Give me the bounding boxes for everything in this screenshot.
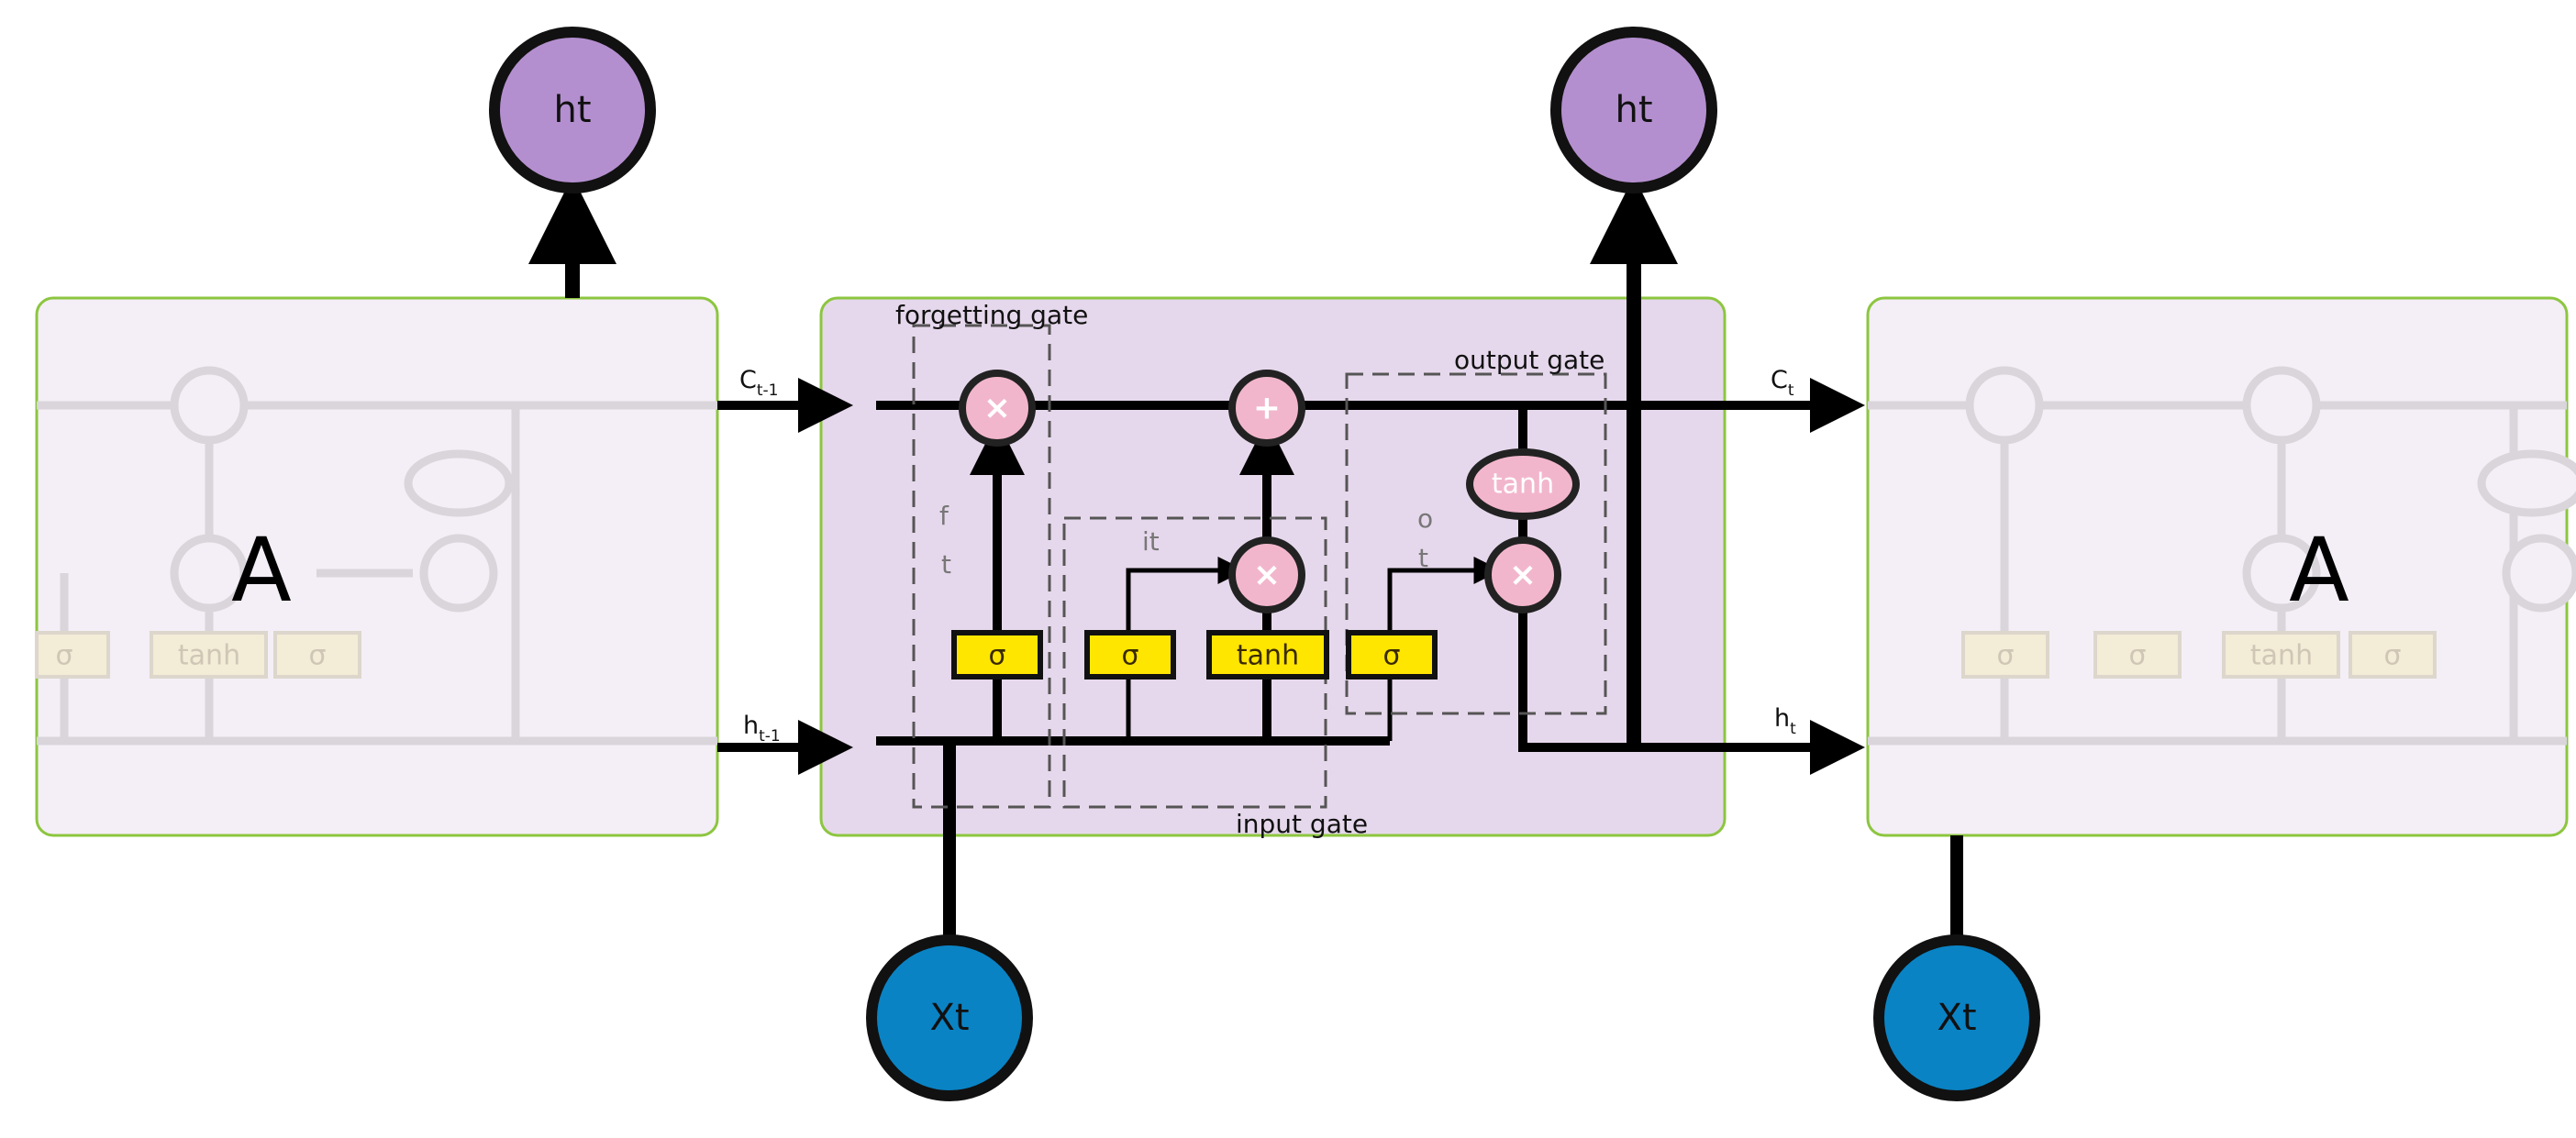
input-sigma-path <box>1126 557 1246 741</box>
ht-node-left: ht <box>489 27 656 193</box>
state-add: + <box>1228 370 1305 447</box>
svg-text:tanh: tanh <box>2250 640 2313 672</box>
left-cell-ghost-activations: σ tanh σ <box>35 631 361 679</box>
input-tanh-box: tanh <box>1206 630 1329 679</box>
right-cell-box <box>1866 296 2569 837</box>
left-cell-box <box>35 296 719 837</box>
svg-text:σ: σ <box>1996 640 2014 672</box>
right-cell-label: A <box>2289 519 2349 622</box>
c-t-label: Ct <box>1771 366 1794 400</box>
forget-gate-box <box>912 324 1051 809</box>
svg-text:tanh: tanh <box>1237 640 1299 672</box>
f-label: f <box>939 501 949 531</box>
o-t-label: t <box>1418 543 1428 573</box>
svg-text:tanh: tanh <box>178 640 240 672</box>
o-label: o <box>1417 503 1433 534</box>
output-gate-label: output gate <box>1454 345 1604 375</box>
it-label: it <box>1142 526 1160 557</box>
svg-text:×: × <box>1253 557 1281 594</box>
input-multiply: × <box>1228 536 1305 613</box>
ht-output-line <box>1518 601 1865 775</box>
svg-text:+: + <box>1253 390 1281 427</box>
forget-multiply: × <box>959 370 1036 447</box>
svg-text:ht: ht <box>553 89 591 131</box>
svg-text:ht: ht <box>1615 89 1652 131</box>
center-cell: × + × tanh × σ σ tanh <box>717 176 1865 945</box>
left-cell: σ tanh σ A <box>35 176 719 837</box>
output-tanh: tanh <box>1466 448 1580 520</box>
svg-text:Xt: Xt <box>1937 997 1976 1039</box>
left-cell-ghost-internals <box>37 366 717 746</box>
svg-text:σ: σ <box>1382 640 1400 672</box>
svg-text:×: × <box>983 390 1011 427</box>
output-gate-box <box>1345 372 1607 715</box>
svg-text:σ: σ <box>2383 640 2401 672</box>
svg-text:σ: σ <box>988 640 1005 672</box>
right-cell-ghost-activations: σ σ tanh σ <box>1961 631 2437 679</box>
input-gate-box <box>1062 516 1327 809</box>
svg-text:σ: σ <box>1121 640 1138 672</box>
output-sigma-path <box>1387 557 1502 741</box>
left-cell-label: A <box>231 519 292 622</box>
output-multiply: × <box>1484 536 1561 613</box>
svg-text:tanh: tanh <box>1492 469 1554 501</box>
forget-sigma-box: σ <box>951 630 1043 679</box>
xt-node-center: Xt <box>866 934 1033 1101</box>
ht-node-center: ht <box>1550 27 1717 193</box>
input-sigma-box: σ <box>1084 630 1176 679</box>
h-t-label: ht <box>1774 704 1796 738</box>
svg-text:σ: σ <box>308 640 326 672</box>
input-gate-label: input gate <box>1236 809 1368 839</box>
output-sigma-box: σ <box>1346 630 1438 679</box>
c-prev-label: Ct-1 <box>739 366 778 400</box>
h-prev-label: ht-1 <box>743 712 781 746</box>
forget-gate-label: forgetting gate <box>895 300 1088 330</box>
svg-text:σ: σ <box>55 640 72 672</box>
right-cell: σ σ tanh σ A <box>1866 296 2576 945</box>
xt-node-right: Xt <box>1873 934 2040 1101</box>
svg-text:σ: σ <box>2128 640 2146 672</box>
svg-text:×: × <box>1509 557 1537 594</box>
f-t-label: t <box>941 549 951 580</box>
right-cell-ghost-internals <box>1868 366 2576 746</box>
svg-text:Xt: Xt <box>929 997 969 1039</box>
